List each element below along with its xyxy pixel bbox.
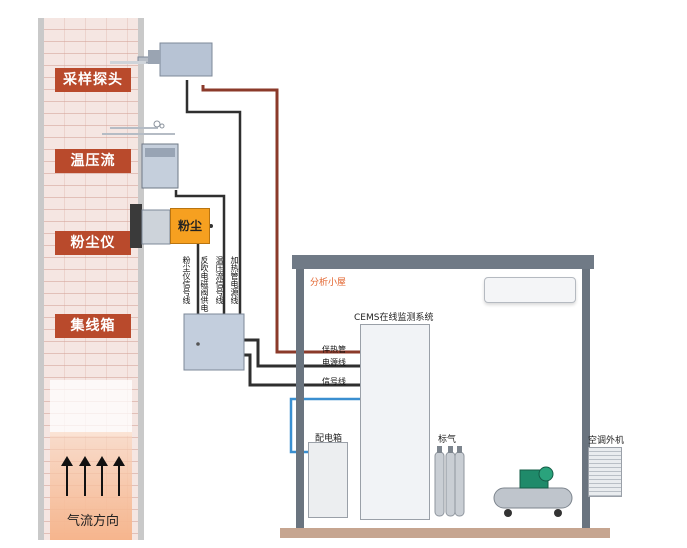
blowback-power-cable-label: 反吹电磁阀供电 bbox=[200, 256, 209, 312]
power-cable bbox=[244, 338, 362, 368]
junction-box-label: 集线箱 bbox=[55, 314, 131, 338]
tpf-probe-rods bbox=[102, 120, 179, 189]
signal-line-label: 信号线 bbox=[322, 377, 346, 386]
signal-cable bbox=[244, 353, 362, 387]
dust-meter-label: 粉尘仪 bbox=[55, 231, 131, 255]
heated-power-cable-label: 加热管电源线 bbox=[230, 256, 239, 304]
power-line-label: 电源线 bbox=[322, 358, 346, 367]
heated-line bbox=[201, 85, 362, 354]
probe-cable bbox=[185, 80, 242, 315]
dust-meter-device: 粉尘 bbox=[170, 208, 210, 244]
heated-line-label: 伴热管 bbox=[322, 345, 346, 354]
airflow-arrow-icon bbox=[113, 456, 125, 496]
ac-outdoor-unit bbox=[588, 447, 622, 497]
airflow-direction-label: 气流方向 bbox=[66, 514, 119, 529]
air-compressor bbox=[493, 466, 573, 517]
tpf-cable bbox=[174, 190, 226, 315]
distribution-box-title: 配电箱 bbox=[315, 434, 343, 444]
shelter-roof bbox=[292, 255, 594, 269]
airflow-arrow-icon bbox=[96, 456, 108, 496]
chimney-stack bbox=[38, 18, 144, 540]
shelter-title: 分析小屋 bbox=[310, 278, 347, 288]
junction-box-device bbox=[183, 313, 245, 371]
dust-signal-cable-label: 粉尘仪信号线 bbox=[182, 256, 191, 304]
tpf-signal-cable-label: 温压流信号线 bbox=[215, 256, 224, 304]
sampling-probe-device bbox=[110, 42, 213, 77]
cems-system-title: CEMS在线监测系统 bbox=[354, 313, 434, 323]
span-gas-title: 标气 bbox=[438, 435, 457, 445]
temp-pressure-flow-label: 温压流 bbox=[55, 149, 131, 173]
sampling-probe-label: 采样探头 bbox=[55, 68, 131, 92]
ac-indoor-unit bbox=[484, 277, 576, 303]
shelter-right-wall bbox=[582, 269, 590, 531]
ac-outdoor-title: 空调外机 bbox=[588, 436, 625, 446]
gas-cylinders bbox=[434, 446, 465, 517]
shelter-left-wall bbox=[296, 269, 304, 531]
chimney-haze bbox=[50, 380, 132, 436]
cems-cabinet bbox=[360, 324, 430, 520]
distribution-box bbox=[308, 442, 348, 518]
airflow-arrow-icon bbox=[79, 456, 91, 496]
airflow-arrow-icon bbox=[61, 456, 73, 496]
shelter-floor bbox=[280, 528, 610, 538]
dust-meter-mount bbox=[130, 204, 213, 248]
